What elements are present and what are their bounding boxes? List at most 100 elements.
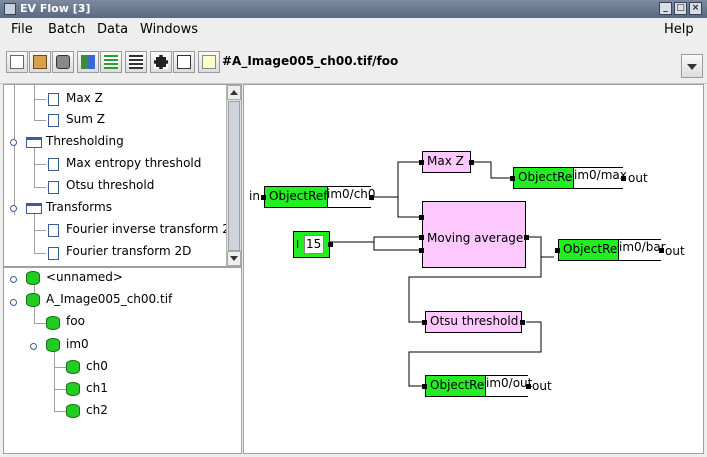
close-button[interactable]: × — [689, 2, 702, 15]
paste-icon — [33, 55, 47, 69]
expander-icon[interactable] — [10, 299, 17, 306]
moving-average-node[interactable]: Moving average — [419, 201, 529, 268]
tree-item-ch1[interactable]: ch1 — [86, 381, 108, 395]
tree-item-ch0[interactable]: ch0 — [86, 359, 108, 373]
menu-file[interactable]: File — [11, 22, 33, 37]
menu-batch[interactable]: Batch — [48, 22, 86, 37]
database-icon — [46, 338, 60, 352]
tree-item-thresholding[interactable]: Thresholding — [46, 134, 124, 148]
scroll-up-icon[interactable] — [227, 85, 241, 100]
input-port[interactable] — [555, 248, 560, 253]
tree-item-fourier-inverse[interactable]: Fourier inverse transform 2D — [66, 222, 240, 236]
swap-button[interactable] — [77, 51, 99, 73]
file-icon — [48, 181, 59, 194]
scroll-down-icon[interactable] — [227, 251, 241, 266]
film-button[interactable] — [150, 51, 172, 73]
output-port[interactable] — [328, 242, 333, 247]
objectref-label: ObjectRef — [518, 170, 577, 184]
output-port[interactable] — [369, 195, 374, 200]
import-button[interactable] — [173, 51, 195, 73]
current-path: #A_Image005_ch00.tif/foo — [222, 54, 399, 68]
operations-tree: Max Z Sum Z Thresholding Max entropy thr… — [3, 84, 242, 267]
tree-item-max-entropy-threshold[interactable]: Max entropy threshold — [66, 156, 202, 170]
align-button[interactable] — [100, 51, 122, 73]
menu-windows[interactable]: Windows — [140, 22, 199, 37]
paste-button[interactable] — [29, 51, 51, 73]
tree-item-max-z[interactable]: Max Z — [66, 91, 103, 105]
tree-item-otsu-threshold[interactable]: Otsu threshold — [66, 178, 155, 192]
tree-item-im0[interactable]: im0 — [66, 337, 89, 351]
bar-path: im0/bar — [619, 240, 666, 254]
expander-icon[interactable] — [30, 343, 37, 350]
tree-item-ch2[interactable]: ch2 — [86, 403, 108, 417]
database-icon — [26, 271, 40, 285]
out-label: out — [665, 244, 685, 258]
input-port[interactable] — [510, 176, 515, 181]
input-port[interactable] — [419, 235, 424, 240]
database-icon — [66, 404, 80, 418]
max-z-label: Max Z — [427, 154, 464, 168]
minimize-button[interactable]: _ — [659, 2, 672, 15]
tree-item-unnamed[interactable]: <unnamed> — [46, 270, 123, 284]
output-port[interactable] — [621, 176, 626, 181]
path-dropdown-button[interactable] — [681, 54, 703, 78]
operations-scrollbar[interactable] — [226, 85, 241, 266]
output-port[interactable] — [469, 160, 474, 165]
input-port[interactable] — [419, 160, 424, 165]
otsu-threshold-node[interactable]: Otsu threshold — [422, 311, 525, 333]
new-button[interactable] — [198, 51, 220, 73]
copy-icon — [10, 55, 24, 69]
input-port[interactable] — [422, 320, 427, 325]
tree-item-transforms[interactable]: Transforms — [46, 200, 112, 214]
out-path: im0/out — [486, 376, 533, 390]
objectref-label: ObjectRef — [563, 242, 622, 256]
menu-help[interactable]: Help — [664, 22, 694, 37]
objectref-bar-node[interactable]: ObjectRef im0/bar — [555, 239, 666, 261]
input-port[interactable] — [419, 215, 424, 220]
new-icon — [202, 55, 216, 69]
output-port[interactable] — [659, 248, 664, 253]
file-icon — [48, 158, 59, 171]
input-port[interactable] — [419, 248, 424, 253]
file-icon — [48, 93, 59, 106]
tree-item-foo[interactable]: foo — [66, 314, 85, 328]
number-field[interactable]: 15 — [304, 235, 324, 254]
menu-bar: File Batch Data Windows Help — [0, 18, 707, 42]
maximize-button[interactable]: □ — [674, 2, 687, 15]
folder-icon — [26, 203, 42, 214]
moving-average-label: Moving average — [427, 231, 524, 245]
objectref-max-node[interactable]: ObjectRef im0/max — [510, 167, 627, 189]
input-port[interactable] — [422, 384, 427, 389]
max-z-node[interactable]: Max Z — [419, 151, 474, 173]
film-icon — [154, 55, 168, 69]
database-icon — [66, 382, 80, 396]
delete-button[interactable] — [52, 51, 74, 73]
file-icon — [48, 224, 59, 237]
menu-data[interactable]: Data — [97, 22, 129, 37]
list-icon — [129, 55, 143, 69]
tree-item-sum-z[interactable]: Sum Z — [66, 112, 105, 126]
toolbar: #A_Image005_ch00.tif/foo — [0, 42, 707, 84]
tree-item-a-image005[interactable]: A_Image005_ch00.tif — [46, 292, 173, 306]
input-port[interactable] — [261, 195, 266, 200]
output-port[interactable] — [524, 235, 529, 240]
expander-icon[interactable] — [10, 139, 17, 146]
data-tree: <unnamed> A_Image005_ch00.tif foo im0 ch… — [3, 267, 242, 454]
expander-icon[interactable] — [10, 276, 17, 283]
flow-canvas[interactable]: in ObjectRef im0/ch0 Max Z ObjectRef im0… — [243, 84, 704, 454]
number-marker: I — [296, 238, 300, 251]
connection-wires — [330, 161, 554, 387]
output-port[interactable] — [526, 384, 531, 389]
copy-button[interactable] — [6, 51, 28, 73]
expander-icon[interactable] — [10, 205, 17, 212]
align-icon — [104, 55, 118, 69]
app-icon — [4, 3, 16, 15]
output-port[interactable] — [520, 320, 525, 325]
scroll-thumb[interactable] — [228, 101, 240, 251]
list-button[interactable] — [125, 51, 147, 73]
out-label: out — [532, 379, 552, 393]
objectref-out-node[interactable]: ObjectRef im0/out — [422, 375, 532, 397]
number-input-node[interactable]: I 15 — [293, 231, 333, 258]
objectref-source-node[interactable]: ObjectRef im0/ch0 — [261, 186, 376, 208]
tree-item-fourier-transform[interactable]: Fourier transform 2D — [66, 244, 192, 258]
